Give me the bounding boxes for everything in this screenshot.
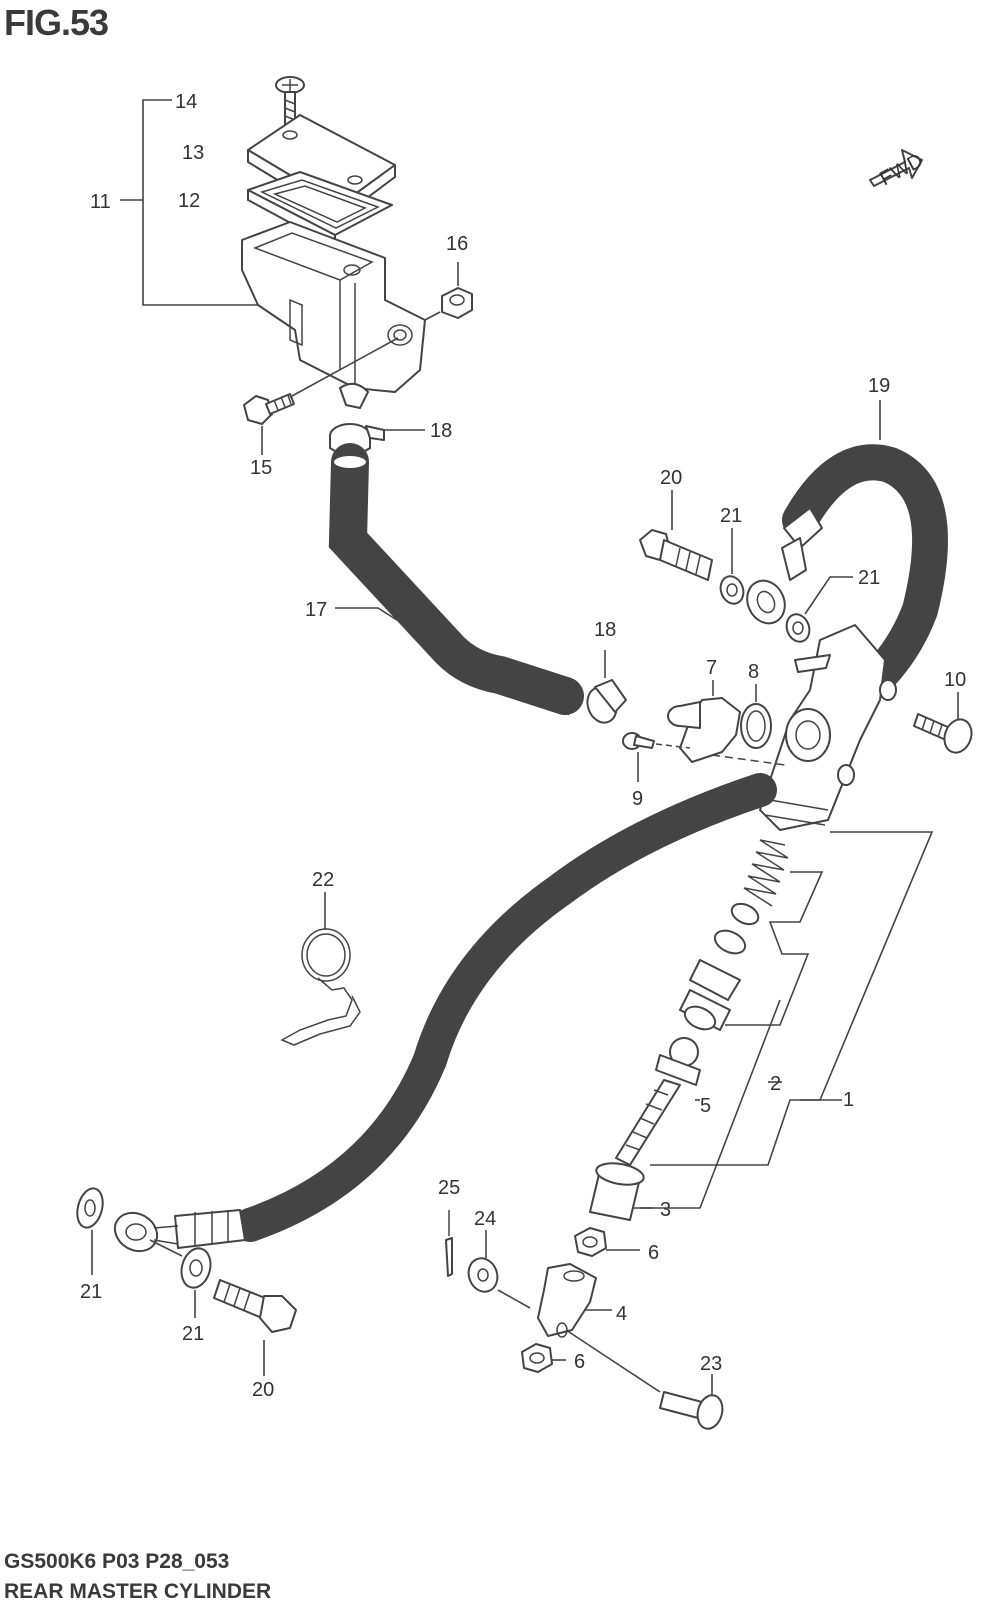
part-7-reservoir-connector (667, 680, 786, 766)
callout-9: 9 (632, 788, 643, 810)
part-6-nut-lower (521, 1343, 566, 1373)
callout-23: 23 (700, 1353, 722, 1375)
callout-16: 16 (446, 233, 468, 255)
callout-21-lower-right: 21 (182, 1323, 204, 1345)
part-24-washer (467, 1230, 531, 1309)
callout-21-lower-left: 21 (80, 1281, 102, 1303)
callout-1: 1 (843, 1089, 854, 1111)
part-18-hose-clamp-lower (586, 650, 627, 724)
callout-18-lower: 18 (594, 619, 616, 641)
callout-20-lower: 20 (252, 1379, 274, 1401)
part-10-bolt (913, 692, 973, 754)
callout-11: 11 (90, 191, 111, 213)
part-15-mounting-bolt (243, 337, 399, 455)
callout-5: 5 (700, 1095, 711, 1117)
callout-8: 8 (748, 661, 759, 683)
callout-3: 3 (660, 1199, 671, 1221)
callout-2: 2 (770, 1073, 781, 1095)
callout-18-upper: 18 (430, 420, 452, 442)
part-8-o-ring (740, 684, 772, 749)
fwd-label: FWD (876, 150, 927, 191)
callout-4: 4 (616, 1303, 627, 1325)
master-cylinder-body (759, 624, 897, 831)
master-cylinder-internals (589, 831, 934, 1221)
callout-17: 17 (305, 599, 327, 621)
part-20-union-bolt-lower (213, 1279, 297, 1376)
part-22-hose-clip (280, 892, 361, 1046)
part-6-nut-upper (574, 1227, 640, 1257)
reservoir-assembly (120, 76, 426, 409)
callout-6-lower: 6 (574, 1351, 585, 1373)
callout-13: 13 (182, 142, 204, 164)
callout-labels: 1 2 3 4 5 6 6 7 8 9 10 11 12 13 14 15 16… (80, 91, 966, 1401)
part-20-union-bolt-upper (639, 490, 713, 581)
part-16-nut (424, 262, 473, 321)
callout-22: 22 (312, 869, 334, 891)
callout-12: 12 (178, 190, 200, 212)
figure-title: FIG.53 (4, 2, 109, 43)
callout-21-upper-right: 21 (858, 567, 880, 589)
callout-19: 19 (868, 375, 890, 397)
part-4-clevis (537, 1263, 612, 1338)
callout-20-upper: 20 (660, 467, 682, 489)
part-17-reservoir-hose (328, 443, 584, 716)
part-21-washer-lower-left (76, 1187, 104, 1275)
part-21-washer-lower-right (149, 1239, 212, 1318)
callout-25: 25 (438, 1177, 460, 1199)
callout-10: 10 (944, 669, 966, 691)
callout-15: 15 (250, 457, 272, 479)
part-19-brake-hose (746, 400, 948, 698)
part-21-washer-upper-right (785, 576, 853, 643)
fwd-direction-arrow: FWD (869, 149, 927, 191)
callout-14: 14 (175, 91, 197, 113)
callout-24: 24 (474, 1208, 496, 1230)
callout-21-upper-left: 21 (720, 505, 742, 527)
model-code: GS500K6 P03 P28_053 (4, 1550, 230, 1573)
part-11-reservoir-body (241, 221, 426, 409)
brake-hose-long (113, 773, 777, 1253)
part-9-screw (622, 732, 691, 782)
leader-11-bracket (142, 99, 258, 306)
callout-7: 7 (706, 657, 717, 679)
section-name: REAR MASTER CYLINDER (4, 1580, 272, 1603)
part-21-washer-upper-left (719, 528, 745, 605)
part-23-clevis-pin (565, 1329, 724, 1430)
callout-6-upper: 6 (648, 1242, 659, 1264)
part-25-cotter-pin (445, 1210, 453, 1277)
